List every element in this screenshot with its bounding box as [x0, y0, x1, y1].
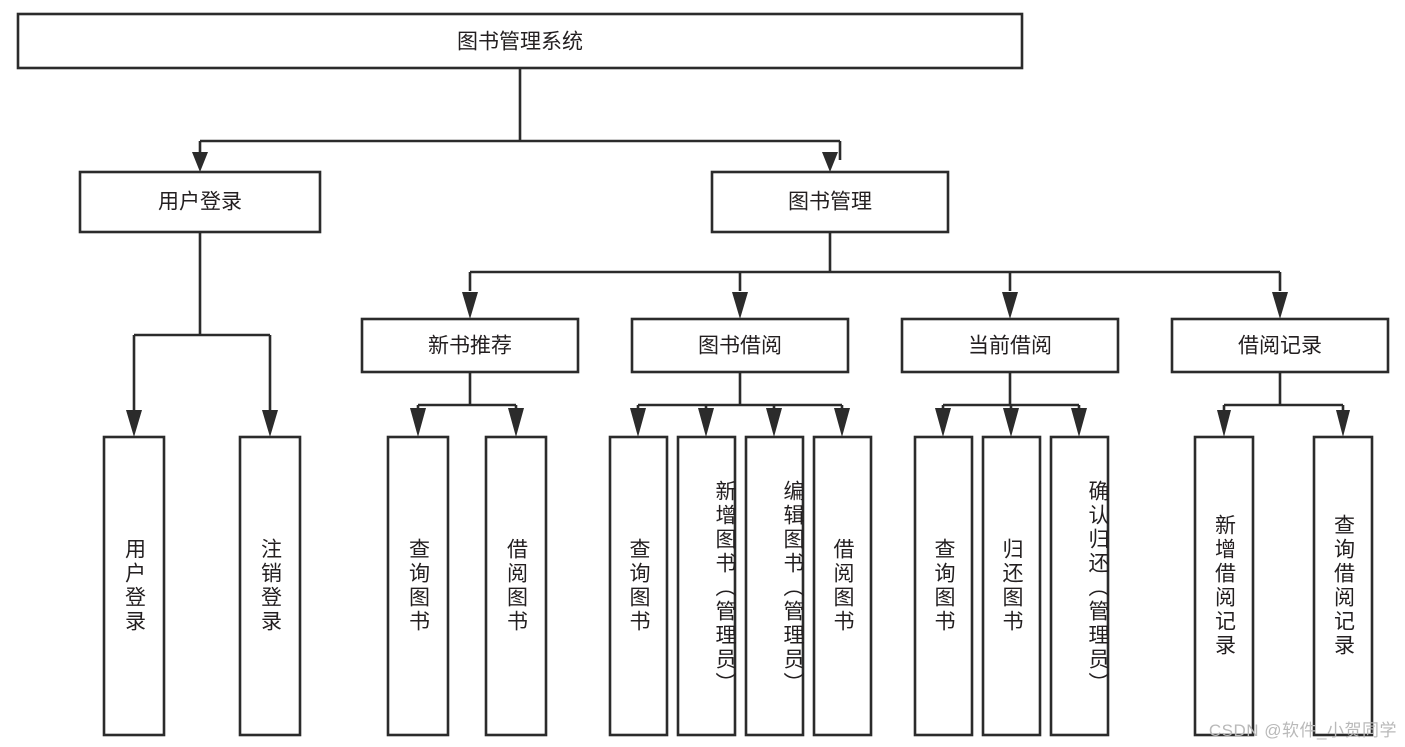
arrow-to-leaf-user-login	[126, 410, 142, 437]
edge-root-to-level2-trunk	[198, 68, 842, 160]
node-root-box[interactable]	[16, 12, 1024, 70]
edge-bookborrow-to-leaves	[636, 372, 844, 412]
node-new-book-recommend-label: 新书推荐	[428, 335, 512, 358]
node-book-borrow-box[interactable]	[630, 317, 850, 374]
arrow-to-new-book-recommend	[462, 292, 478, 319]
node-leaf-user-login-box[interactable]	[102, 435, 166, 737]
arrow-to-leaf-return-book	[1003, 408, 1019, 437]
node-current-borrow[interactable]: 当前借阅	[900, 317, 1120, 374]
edge-currentborrow-to-leaves	[941, 372, 1081, 412]
node-user-login-box[interactable]	[78, 170, 322, 234]
node-root[interactable]: 图书管理系统	[16, 12, 1024, 70]
node-book-borrow[interactable]: 图书借阅	[630, 317, 850, 374]
leaf-box-layer	[102, 435, 1374, 737]
node-current-borrow-label: 当前借阅	[968, 335, 1052, 358]
node-new-book-recommend[interactable]: 新书推荐	[360, 317, 580, 374]
arrow-to-leaf-logout	[262, 410, 278, 437]
node-leaf-edit-book-box[interactable]	[744, 435, 805, 737]
arrow-to-current-borrow	[1002, 292, 1018, 319]
node-book-manage-label: 图书管理	[788, 191, 872, 214]
node-leaf-return-book-box[interactable]	[981, 435, 1042, 737]
node-book-borrow-label: 图书借阅	[698, 335, 782, 358]
node-book-manage-box[interactable]	[710, 170, 950, 234]
edge-userlogin-to-leaves	[132, 232, 272, 412]
watermark: CSDN @软件_小贺同学	[1208, 721, 1397, 740]
arrow-to-leaf-borrow-book-2	[834, 408, 850, 437]
node-leaf-confirm-return-box[interactable]	[1049, 435, 1110, 737]
node-book-manage[interactable]: 图书管理	[710, 170, 950, 234]
arrow-to-leaf-query-record	[1336, 410, 1350, 437]
arrow-to-leaf-add-book	[698, 408, 714, 437]
arrow-root-to-book-manage	[822, 152, 838, 172]
node-root-label: 图书管理系统	[457, 31, 583, 54]
node-leaf-query-book-3-box[interactable]	[913, 435, 974, 737]
node-current-borrow-box[interactable]	[900, 317, 1120, 374]
node-user-login-label: 用户登录	[158, 191, 242, 214]
node-new-book-recommend-box[interactable]	[360, 317, 580, 374]
node-leaf-query-book-1-box[interactable]	[386, 435, 450, 737]
node-borrow-record[interactable]: 借阅记录	[1170, 317, 1390, 374]
connector-layer	[126, 68, 1350, 437]
arrow-to-leaf-add-record	[1217, 410, 1231, 437]
arrow-root-to-user-login	[192, 152, 208, 172]
arrow-to-leaf-edit-book	[766, 408, 782, 437]
node-leaf-borrow-book-2-box[interactable]	[812, 435, 873, 737]
arrow-to-borrow-record	[1272, 292, 1288, 319]
node-user-login[interactable]: 用户登录	[78, 170, 322, 234]
arrow-to-leaf-query-book-1	[410, 408, 426, 437]
arrow-to-leaf-borrow-book-1	[508, 408, 524, 437]
node-leaf-query-book-2-box[interactable]	[608, 435, 669, 737]
arrow-to-leaf-query-book-3	[935, 408, 951, 437]
node-leaf-add-book-box[interactable]	[676, 435, 737, 737]
arrow-to-book-borrow	[732, 292, 748, 319]
edge-bookmanage-to-level3-trunk	[468, 232, 1282, 291]
node-borrow-record-box[interactable]	[1170, 317, 1390, 374]
node-leaf-query-record-box[interactable]	[1312, 435, 1374, 737]
node-borrow-record-label: 借阅记录	[1238, 335, 1322, 358]
node-leaf-add-record-box[interactable]	[1193, 435, 1255, 737]
node-leaf-borrow-book-1-box[interactable]	[484, 435, 548, 737]
arrow-to-leaf-query-book-2	[630, 408, 646, 437]
arrow-to-leaf-confirm-return	[1071, 408, 1087, 437]
edge-newbook-to-leaves	[416, 372, 518, 412]
node-leaf-logout-box[interactable]	[238, 435, 302, 737]
edge-borrowrecord-to-leaves	[1222, 372, 1345, 412]
